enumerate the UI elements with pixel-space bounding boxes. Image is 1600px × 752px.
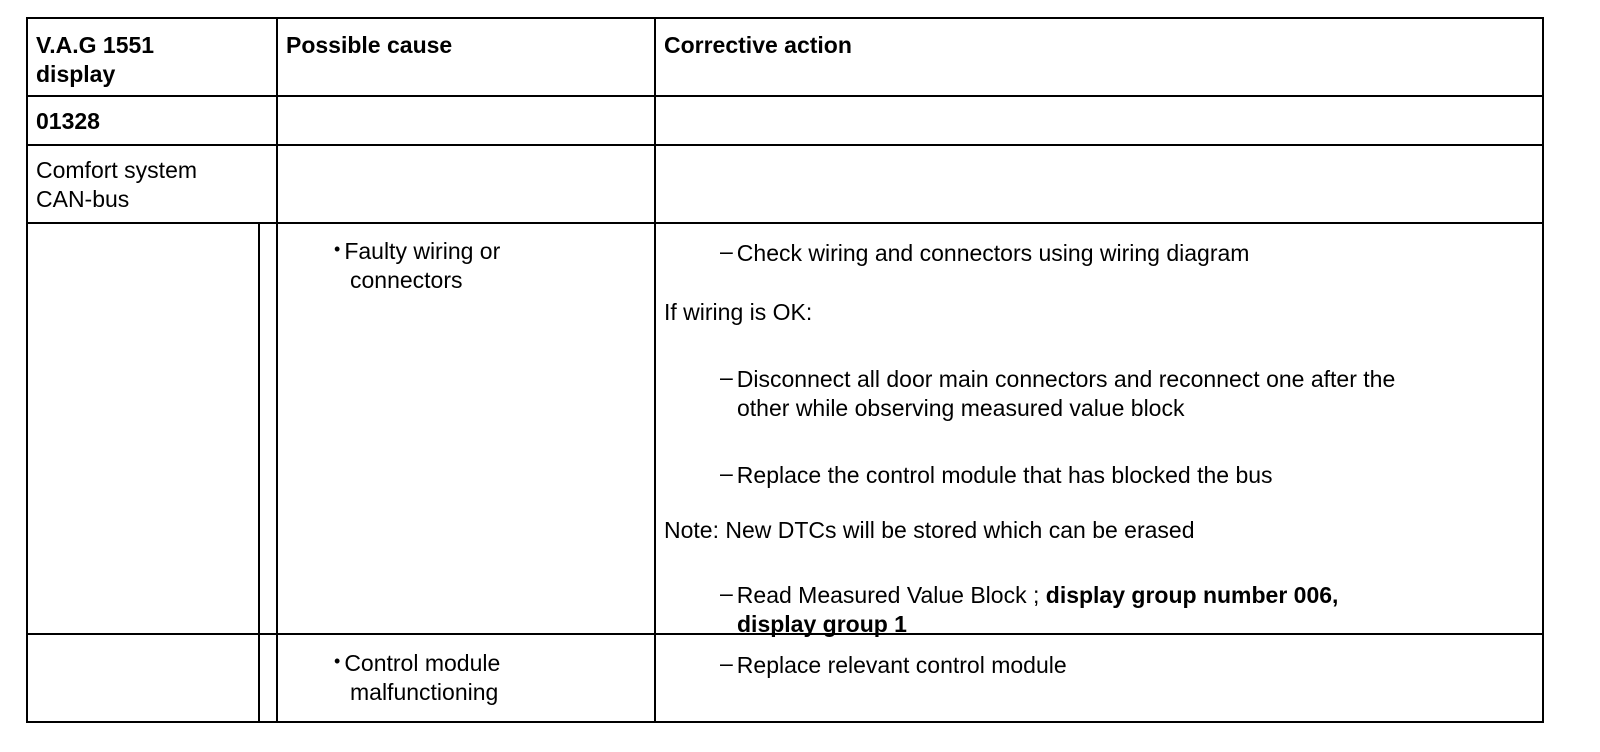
action-item: –Replace relevant control module [720, 650, 1067, 678]
row-divider [28, 222, 1542, 224]
dash-icon: – [720, 580, 733, 606]
header-corrective-action: Corrective action [664, 32, 852, 58]
dash-icon: – [720, 460, 733, 486]
column-divider [276, 19, 278, 721]
header-display: V.A.G 1551 display [36, 32, 155, 87]
action-item: –Replace the control module that has blo… [720, 460, 1273, 488]
row-divider [28, 95, 1542, 97]
diagnostic-table: V.A.G 1551 display Possible cause Correc… [26, 17, 1544, 723]
action-condition: If wiring is OK: [664, 299, 813, 325]
action-item: –Check wiring and connectors using wirin… [720, 238, 1250, 266]
bullet-icon: • [334, 651, 341, 671]
cause-item: •Control module malfunctioning [334, 647, 500, 707]
fault-code: 01328 [36, 108, 100, 134]
cause-item: •Faulty wiring or connectors [334, 235, 500, 295]
action-item: –Disconnect all door main connectors and… [720, 364, 1396, 421]
action-note: Note: New DTCs will be stored which can … [664, 517, 1195, 543]
fault-name: Comfort system CAN-bus [36, 157, 198, 212]
header-possible-cause: Possible cause [286, 32, 453, 58]
column-divider [654, 19, 656, 721]
row-divider [28, 144, 1542, 146]
indent-divider [258, 222, 260, 721]
dash-icon: – [720, 238, 733, 264]
bullet-icon: • [334, 239, 341, 259]
action-item: –Read Measured Value Block ; display gro… [720, 580, 1339, 637]
row-divider [28, 633, 1542, 635]
dash-icon: – [720, 364, 733, 390]
dash-icon: – [720, 650, 733, 676]
